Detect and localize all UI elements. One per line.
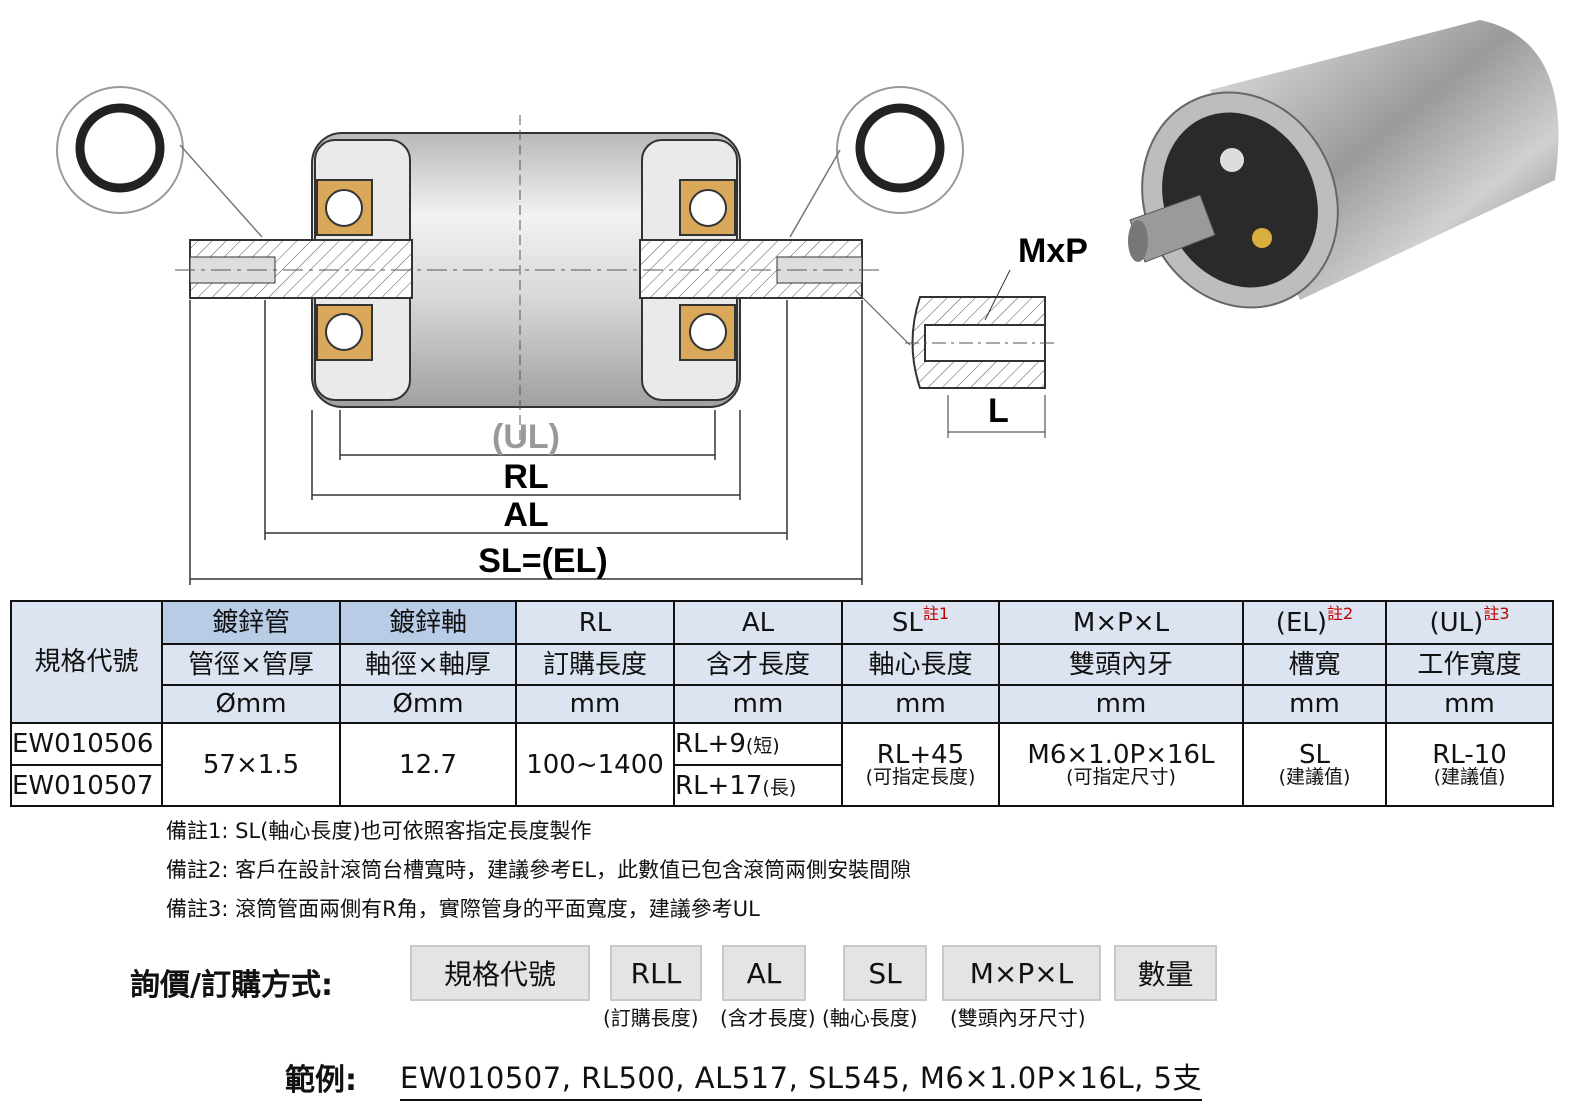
note-ref: 註3 (1483, 603, 1510, 623)
spec-code-header: 規格代號 (10, 600, 163, 724)
col-top: M×P×L (998, 600, 1244, 645)
col-unit: mm (841, 684, 1000, 724)
rl-label: RL (503, 458, 548, 496)
mpl-value: M6×1.0P×16L(可指定尺寸) (998, 722, 1244, 807)
order-sub-rl: (訂購長度) (603, 1006, 699, 1030)
el-value: SL(建議值) (1242, 722, 1387, 807)
col-unit: Ømm (339, 684, 517, 724)
col-mid: 軸徑×軸厚 (339, 643, 517, 686)
col-top: (UL)註3 (1385, 600, 1554, 645)
ul-label: (UL) (492, 418, 560, 456)
col-mid: 工作寬度 (1385, 643, 1554, 686)
order-box-mpl: M×P×L (942, 945, 1101, 1001)
col-unit: mm (1242, 684, 1387, 724)
col-mid: 槽寬 (1242, 643, 1387, 686)
note-1: 備註1: SL(軸心長度)也可依照客指定長度製作 (166, 819, 592, 843)
order-box-spec-code: 規格代號 (410, 945, 590, 1001)
order-box-rl: RLL (610, 945, 702, 1001)
order-box-quantity: 數量 (1114, 945, 1217, 1001)
order-method-label: 詢價/訂購方式: (130, 968, 333, 1003)
order-sub-sl: (軸心長度) (822, 1006, 918, 1030)
note-3: 備註3: 滾筒管面兩側有R角，實際管身的平面寬度，建議參考UL (166, 897, 760, 921)
example-label: 範例: (285, 1063, 357, 1098)
mxp-label: MxP (1018, 232, 1088, 270)
al-value: RL+17(長) (673, 764, 843, 807)
thread-detail (854, 269, 1055, 438)
col-unit: mm (1385, 684, 1554, 724)
table-row: EW010506 57×1.5 12.7 100~1400 RL+9(短) RL… (10, 722, 1554, 807)
notes: 備註1: SL(軸心長度)也可依照客指定長度製作 備註2: 客戶在設計滾筒台槽寬… (166, 812, 911, 929)
order-box-sl: SL (843, 945, 927, 1001)
sl-label: SL=(EL) (478, 542, 607, 580)
col-unit: mm (998, 684, 1244, 724)
roller-diagram: MxP L (UL) RL AL SL=(EL) (56, 20, 1559, 585)
col-top: 鍍鋅軸 (339, 600, 517, 645)
spec-code: EW010507 (10, 764, 163, 807)
col-unit: Ømm (161, 684, 341, 724)
col-top: RL (515, 600, 675, 645)
col-mid: 訂購長度 (515, 643, 675, 686)
circlip-callout-right (789, 86, 964, 238)
note-2: 備註2: 客戶在設計滾筒台槽寬時，建議參考EL，此數值已包含滾筒兩側安裝間隙 (166, 858, 912, 882)
roller-3d-image (1128, 20, 1559, 309)
col-unit: mm (673, 684, 843, 724)
spec-table: 規格代號 鍍鋅管 鍍鋅軸 RL AL SL註1 M×P×L (EL)註2 (UL… (10, 600, 1554, 807)
order-box-al: AL (722, 945, 806, 1001)
rl-range: 100~1400 (515, 722, 675, 807)
table-row: EW010507 RL+17(長) (10, 764, 1553, 807)
col-mid: 雙頭內牙 (998, 643, 1244, 686)
col-top: SL註1 (841, 600, 1000, 645)
al-label: AL (503, 496, 548, 534)
col-top: 鍍鋅管 (161, 600, 341, 645)
col-mid: 管徑×管厚 (161, 643, 341, 686)
note-ref: 註2 (1327, 603, 1354, 623)
col-top: AL (673, 600, 843, 645)
circlip-callout-left (56, 86, 263, 238)
pipe-size: 57×1.5 (161, 722, 341, 807)
order-sub-mpl: (雙頭內牙尺寸) (950, 1006, 1086, 1030)
spec-code: EW010506 (10, 722, 163, 766)
ul-value: RL-10(建議值) (1385, 722, 1554, 807)
col-top: (EL)註2 (1242, 600, 1387, 645)
shaft-size: 12.7 (339, 722, 517, 807)
al-value: RL+9(短) (673, 722, 843, 766)
note-ref: 註1 (922, 603, 950, 623)
l-label: L (988, 392, 1009, 430)
sl-value: RL+45(可指定長度) (841, 722, 1000, 807)
col-mid: 軸心長度 (841, 643, 1000, 686)
example-value: EW010507, RL500, AL517, SL545, M6×1.0P×1… (400, 1055, 1202, 1101)
order-sub-al: (含才長度) (720, 1006, 816, 1030)
col-unit: mm (515, 684, 675, 724)
col-mid: 含才長度 (673, 643, 843, 686)
